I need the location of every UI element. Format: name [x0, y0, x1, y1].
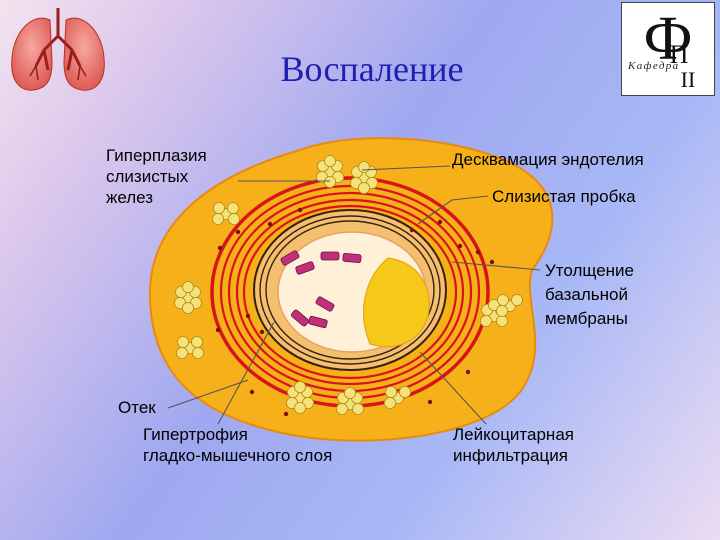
- leukocyte: [457, 243, 463, 249]
- muscle-ring: [242, 204, 458, 380]
- gland-cell: [212, 201, 226, 215]
- gland-cluster: [175, 335, 205, 360]
- label-desquamation: Десквамация эндотелия: [452, 150, 644, 169]
- gland-cell: [176, 335, 190, 349]
- leukocyte: [465, 369, 471, 375]
- gland-cluster: [383, 385, 412, 410]
- gland-cluster: [285, 380, 315, 415]
- lungs-icon: [11, 8, 105, 91]
- gland-cell: [190, 335, 204, 349]
- leukocyte: [235, 229, 241, 235]
- gland-cluster: [349, 160, 379, 195]
- leukocyte: [215, 327, 221, 333]
- leukocyte: [437, 219, 443, 225]
- leader-lines: [167, 165, 541, 425]
- leukocyte: [283, 411, 289, 417]
- leukocyte: [489, 259, 495, 265]
- gland-cell: [323, 175, 337, 189]
- desquamated-cell: [308, 315, 328, 329]
- gland-cell: [293, 401, 307, 415]
- leukocyte: [297, 207, 303, 213]
- leukocyte: [427, 399, 433, 405]
- logo-word: Кафедра: [628, 60, 680, 72]
- muscle-ring: [235, 198, 465, 386]
- leukocyte: [249, 389, 255, 395]
- gland-cell: [479, 314, 493, 328]
- gland-cluster: [315, 154, 345, 189]
- logo-letters: П: [670, 40, 689, 69]
- gland-cell: [227, 212, 241, 226]
- label-mucus-plug: Слизистая пробка: [492, 187, 636, 206]
- logo-monogram: Ф: [644, 5, 693, 73]
- gland-cell: [383, 396, 397, 410]
- basement-membrane: [215, 207, 495, 417]
- label-basement-membrane: Утолщение базальной мембраны: [545, 261, 634, 328]
- gland-cell: [226, 201, 240, 215]
- mucus-plug: [363, 257, 430, 348]
- leader-mucus-plug: [417, 195, 489, 225]
- gland-cell: [384, 385, 398, 399]
- gland-cluster: [495, 293, 524, 318]
- leader-desquamation: [361, 165, 451, 171]
- label-edema: Отек: [118, 398, 156, 417]
- gland-cell: [181, 301, 195, 315]
- leukocyte: [409, 227, 415, 233]
- gland-cell: [181, 280, 195, 294]
- desquamated-cell: [295, 261, 315, 275]
- gland-cluster: [211, 201, 241, 226]
- leader-infiltration: [419, 351, 487, 425]
- gland-cell: [357, 181, 371, 195]
- leukocyte: [267, 221, 273, 227]
- leukocyte: [475, 249, 481, 255]
- gland-cell: [335, 402, 349, 416]
- gland-cell: [323, 154, 337, 168]
- gland-cell: [211, 212, 225, 226]
- desquamated-cell: [280, 250, 300, 266]
- leukocyte: [217, 245, 223, 251]
- department-logo: Ф П II Кафедра: [621, 2, 715, 96]
- leukocyte: [259, 329, 265, 335]
- gland-cell: [343, 386, 357, 400]
- gland-cell: [357, 160, 371, 174]
- gland-cell: [495, 314, 509, 328]
- mucous-glands: [173, 154, 524, 416]
- gland-cell: [191, 346, 205, 360]
- leader-basement: [451, 261, 541, 271]
- logo-numeral: II: [681, 67, 696, 92]
- gland-cluster: [335, 386, 365, 416]
- gland-cell: [495, 304, 509, 318]
- label-infiltration: Лейкоцитарная инфильтрация: [453, 425, 574, 465]
- leukocyte: [245, 313, 251, 319]
- leader-edema: [167, 379, 249, 409]
- desquamated-cell: [315, 296, 335, 312]
- gland-cell: [510, 293, 524, 307]
- gland-cell: [398, 385, 412, 399]
- slide-title: Воспаление: [280, 49, 464, 89]
- label-hypertrophy: Гипертрофия гладко-мышечного слоя: [143, 425, 333, 465]
- basement-ring: [259, 215, 441, 365]
- department-logo-icon: Ф П II: [644, 5, 696, 92]
- gland-cluster: [173, 280, 203, 315]
- desquamated-cell: [290, 309, 310, 327]
- basement-ring: [265, 220, 435, 360]
- leader-hypertrophy: [217, 321, 275, 425]
- desquamated-cell: [342, 252, 362, 264]
- label-hyperplasia: Гиперплазия слизистых желез: [106, 146, 207, 207]
- gland-cell: [351, 402, 365, 416]
- gland-cell: [496, 293, 510, 307]
- desquamated-cell: [320, 251, 340, 261]
- gland-cell: [175, 346, 189, 360]
- gland-cell: [293, 380, 307, 394]
